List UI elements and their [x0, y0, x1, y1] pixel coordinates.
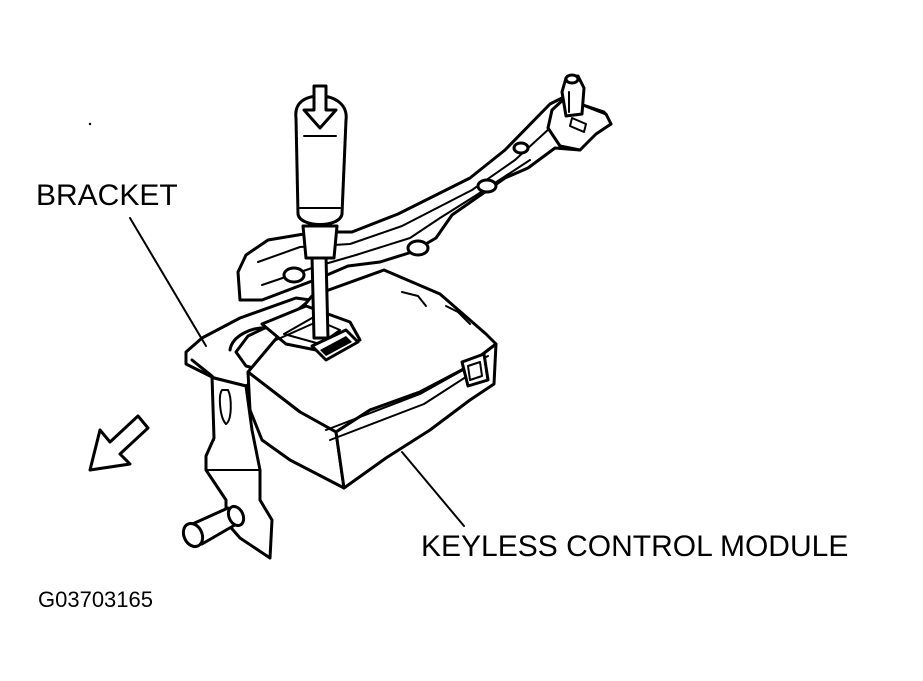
module-leader-line [401, 451, 465, 527]
scan-speck [88, 122, 92, 126]
screwdriver [294, 94, 348, 340]
push-down-arrow-icon [302, 84, 338, 130]
removal-direction-arrow-icon [88, 414, 150, 472]
release-tab [260, 304, 362, 362]
bracket-label: BRACKET [36, 179, 178, 212]
figure-id: G03703165 [38, 587, 153, 612]
mounting-arm [236, 73, 613, 302]
bracket-leader-line [129, 217, 207, 347]
keyless-control-module-label: KEYLESS CONTROL MODULE [421, 530, 849, 563]
